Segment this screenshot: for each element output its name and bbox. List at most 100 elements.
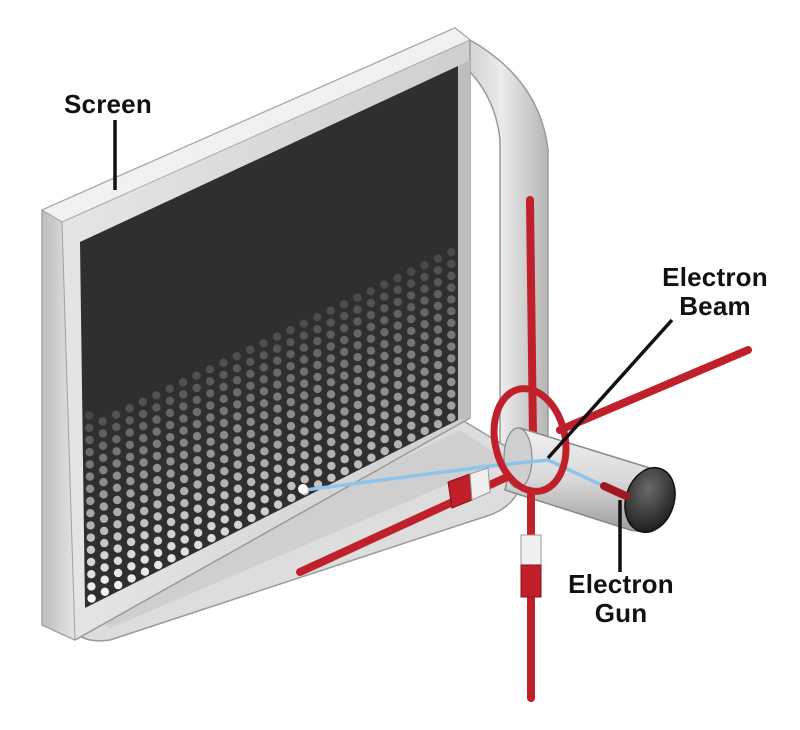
- phosphor-dot: [367, 454, 375, 462]
- phosphor-dot: [421, 415, 429, 423]
- phosphor-dot: [234, 497, 242, 505]
- phosphor-dot: [407, 410, 415, 418]
- phosphor-dot: [141, 555, 149, 563]
- phosphor-dot: [340, 419, 348, 427]
- phosphor-dot: [153, 452, 161, 460]
- phosphor-dot: [407, 398, 415, 406]
- phosphor-dot: [407, 315, 415, 323]
- phosphor-dot: [99, 417, 107, 425]
- phosphor-dot: [125, 404, 133, 412]
- phosphor-dot: [354, 365, 362, 373]
- phosphor-dot: [87, 582, 95, 590]
- phosphor-dot: [219, 383, 227, 391]
- phosphor-dot: [273, 429, 281, 437]
- phosphor-dot: [434, 385, 442, 393]
- phosphor-dot: [447, 307, 455, 315]
- electron-gun-label: Electron Gun: [556, 570, 686, 628]
- phosphor-dot: [354, 413, 362, 421]
- phosphor-dot: [99, 478, 107, 486]
- phosphor-dot: [300, 320, 308, 328]
- phosphor-dot: [434, 361, 442, 369]
- phosphor-dot: [287, 422, 295, 430]
- phosphor-dot: [260, 399, 268, 407]
- phosphor-dot: [287, 482, 295, 490]
- phosphor-dot: [112, 447, 120, 455]
- phosphor-dot: [407, 374, 415, 382]
- phosphor-dot: [154, 537, 162, 545]
- phosphor-dot: [380, 292, 388, 300]
- phosphor-dot: [314, 433, 322, 441]
- phosphor-dot: [180, 487, 188, 495]
- deflection-connector-bottom-red: [521, 565, 541, 597]
- phosphor-dot: [112, 423, 120, 431]
- phosphor-dot: [300, 355, 308, 363]
- phosphor-dot: [127, 514, 135, 522]
- phosphor-dot: [179, 378, 187, 386]
- phosphor-dot: [313, 385, 321, 393]
- phosphor-dot: [313, 337, 321, 345]
- phosphor-dot: [246, 394, 254, 402]
- phosphor-dot: [220, 479, 228, 487]
- phosphor-dot: [113, 508, 121, 516]
- phosphor-dot: [207, 522, 215, 530]
- phosphor-dot: [100, 563, 108, 571]
- phosphor-dot: [166, 457, 174, 465]
- phosphor-dot: [86, 472, 94, 480]
- phosphor-dot: [274, 500, 282, 508]
- phosphor-dot: [380, 316, 388, 324]
- phosphor-dot: [340, 431, 348, 439]
- phosphor-dot: [420, 391, 428, 399]
- phosphor-dot: [407, 422, 415, 430]
- phosphor-dot: [380, 387, 388, 395]
- phosphor-dot: [192, 372, 200, 380]
- phosphor-dot: [113, 520, 121, 528]
- phosphor-dot: [140, 470, 148, 478]
- electron-gun-label-line2: Gun: [556, 599, 686, 628]
- phosphor-dot: [167, 506, 175, 514]
- phosphor-dot: [87, 570, 95, 578]
- electron-beam-label-line2: Beam: [655, 292, 775, 321]
- phosphor-dot: [154, 549, 162, 557]
- phosphor-dot: [86, 460, 94, 468]
- phosphor-dot: [220, 407, 228, 415]
- phosphor-dot: [447, 260, 455, 268]
- phosphor-dot: [154, 561, 162, 569]
- phosphor-dot: [260, 363, 268, 371]
- phosphor-dot: [394, 428, 402, 436]
- phosphor-dot: [193, 432, 201, 440]
- phosphor-dot: [327, 402, 335, 410]
- phosphor-dot: [287, 458, 295, 466]
- phosphor-dot: [140, 531, 148, 539]
- phosphor-dot: [407, 327, 415, 335]
- phosphor-dot: [247, 478, 255, 486]
- phosphor-dot: [420, 368, 428, 376]
- phosphor-dot: [152, 403, 160, 411]
- phosphor-dot: [327, 426, 335, 434]
- phosphor-dot: [407, 386, 415, 394]
- phosphor-dot: [447, 366, 455, 374]
- phosphor-dot: [179, 414, 187, 422]
- phosphor-dot: [354, 448, 362, 456]
- phosphor-dot: [167, 542, 175, 550]
- phosphor-dot: [247, 454, 255, 462]
- phosphor-dot: [85, 424, 93, 432]
- phosphor-dot: [354, 389, 362, 397]
- phosphor-dot: [273, 393, 281, 401]
- phosphor-dot: [287, 386, 295, 394]
- phosphor-dot: [287, 494, 295, 502]
- phosphor-dot: [140, 543, 148, 551]
- phosphor-dot: [260, 471, 268, 479]
- phosphor-dot: [380, 340, 388, 348]
- phosphor-dot: [274, 489, 282, 497]
- phosphor-dot: [420, 320, 428, 328]
- phosphor-dot: [113, 496, 121, 504]
- phosphor-dot: [394, 286, 402, 294]
- phosphor-dot: [367, 335, 375, 343]
- phosphor-dot: [167, 554, 175, 562]
- phosphor-dot: [112, 435, 120, 443]
- phosphor-dot: [193, 408, 201, 416]
- phosphor-dot: [180, 511, 188, 519]
- phosphor-dot: [314, 409, 322, 417]
- phosphor-dot: [447, 272, 455, 280]
- phosphor-dot: [341, 467, 349, 475]
